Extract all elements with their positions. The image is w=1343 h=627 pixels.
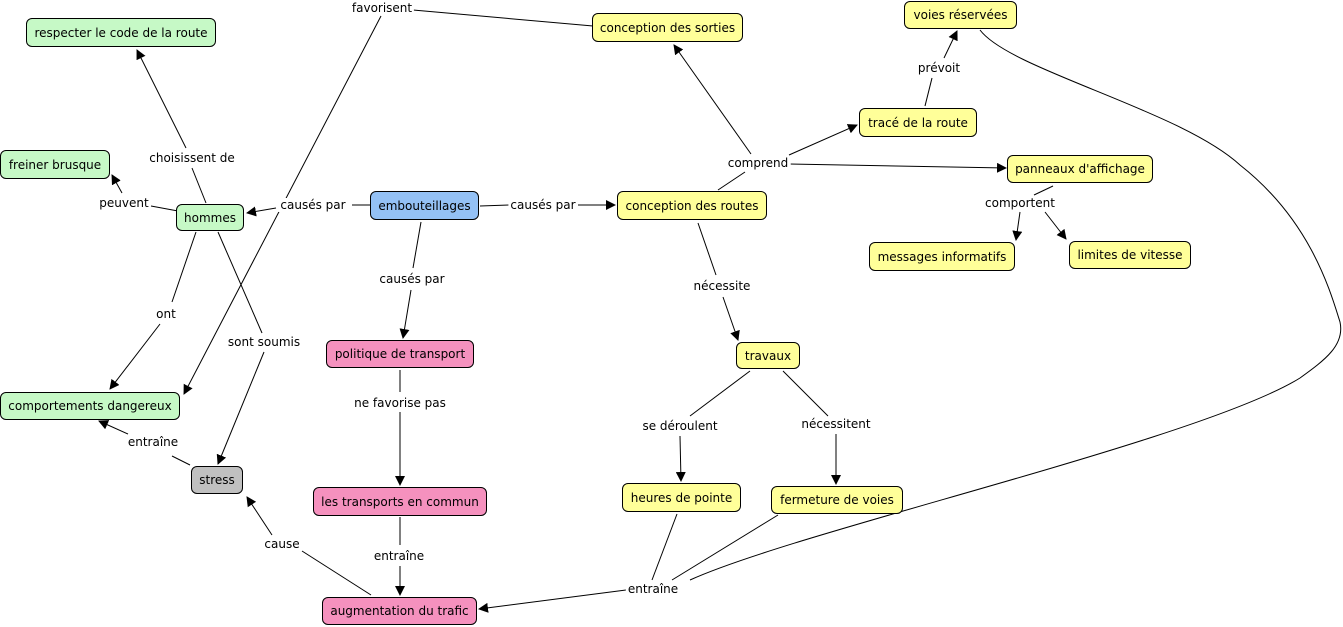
edge-sont-soumis-stress xyxy=(216,351,265,465)
label-entraine-bottom: entraîne xyxy=(625,582,681,596)
label-sont-soumis: sont soumis xyxy=(225,335,303,349)
label-choisissent-de: choisissent de xyxy=(147,151,237,165)
label-causes-par-down: causés par xyxy=(377,272,447,286)
edge-hommes-ont xyxy=(171,231,197,303)
node-heures-pointe[interactable]: heures de pointe xyxy=(622,483,741,512)
node-augmentation-trafic[interactable]: augmentation du trafic xyxy=(322,597,477,625)
label-prevoit: prévoit xyxy=(915,61,963,75)
label-entraine-transports: entraîne xyxy=(371,549,427,563)
label-se-deroulent: se déroulent xyxy=(640,419,720,433)
edge-entraine-augmentation-bottom xyxy=(478,589,627,613)
edge-causes-left-hommes xyxy=(246,206,277,217)
label-entraine-stress: entraîne xyxy=(125,435,181,449)
node-travaux[interactable]: travaux xyxy=(736,342,800,369)
edge-stress-entraine xyxy=(171,455,191,466)
edge-comprend-panneaux xyxy=(788,162,1007,173)
edge-peuvent-freiner xyxy=(111,174,123,194)
edge-comprend-trace xyxy=(788,124,858,156)
label-peuvent: peuvent xyxy=(97,196,151,210)
edge-comportent-messages xyxy=(1012,211,1023,241)
edge-hommes-sont-soumis xyxy=(217,231,263,334)
edge-sorties-favorisent xyxy=(412,9,594,27)
node-conception-sorties[interactable]: conception des sorties xyxy=(592,13,743,42)
edge-causes-down-politique xyxy=(399,289,412,339)
label-causes-par-left: causés par xyxy=(278,198,348,212)
edge-voies-entraine xyxy=(689,29,1342,581)
label-ont: ont xyxy=(154,307,178,321)
edge-routes-comprend xyxy=(717,171,746,191)
node-respecter-code-route[interactable]: respecter le code de la route xyxy=(26,18,216,47)
edge-heures-entraine xyxy=(651,513,678,581)
label-favorisent: favorisent xyxy=(349,1,415,15)
edge-trace-prevoit xyxy=(924,77,933,107)
node-trace-route[interactable]: tracé de la route xyxy=(859,108,977,137)
edge-entraine-comportements xyxy=(98,420,129,435)
node-voies-reservees[interactable]: voies réservées xyxy=(904,1,1017,29)
node-limites-vitesse[interactable]: limites de vitesse xyxy=(1069,241,1191,269)
edge-choisissent-respecter xyxy=(136,49,187,149)
node-conception-routes[interactable]: conception des routes xyxy=(617,191,767,220)
node-comportements-dangereux[interactable]: comportements dangereux xyxy=(0,392,180,420)
edge-necessite-travaux xyxy=(722,296,740,341)
edge-prevoit-voies xyxy=(943,30,958,59)
edge-comprend-sorties xyxy=(673,44,752,155)
label-ne-favorise-pas: ne favorise pas xyxy=(352,396,448,410)
edge-embouteillages-causes-down xyxy=(412,221,422,269)
label-necessite: nécessite xyxy=(691,279,753,293)
edge-embouteillages-causes-right xyxy=(479,204,511,207)
label-comprend: comprend xyxy=(725,156,791,170)
edge-travaux-necessitent xyxy=(782,370,829,417)
edge-comportent-limites xyxy=(1044,211,1067,240)
edge-cause-stress xyxy=(246,496,273,536)
node-transports-en-commun[interactable]: les transports en commun xyxy=(313,487,487,516)
node-politique-transport[interactable]: politique de transport xyxy=(326,340,474,368)
edge-fermeture-entraine xyxy=(671,514,779,581)
node-fermeture-voies[interactable]: fermeture de voies xyxy=(771,486,903,514)
edge-se-deroulent-heures xyxy=(675,435,686,482)
edge-hommes-peuvent xyxy=(150,205,179,212)
edge-travaux-se-deroulent xyxy=(689,370,751,417)
node-embouteillages[interactable]: embouteillages xyxy=(370,191,479,220)
label-cause: cause xyxy=(262,537,302,551)
edge-routes-necessite xyxy=(697,222,717,276)
edge-ont-comportements xyxy=(109,323,161,390)
label-necessitent: nécessitent xyxy=(799,417,873,431)
node-messages-informatifs[interactable]: messages informatifs xyxy=(869,242,1015,271)
label-causes-par-right: causés par xyxy=(508,198,578,212)
label-comportent: comportent xyxy=(983,196,1057,210)
edge-panneaux-comportent xyxy=(1033,185,1054,196)
node-hommes[interactable]: hommes xyxy=(176,204,244,231)
node-freiner-brusque[interactable]: freiner brusque xyxy=(0,150,110,179)
edge-augmentation-cause xyxy=(301,550,372,596)
node-panneaux-affichage[interactable]: panneaux d'affichage xyxy=(1007,155,1153,183)
node-stress[interactable]: stress xyxy=(191,466,243,494)
edge-hommes-choisissent xyxy=(191,167,207,204)
